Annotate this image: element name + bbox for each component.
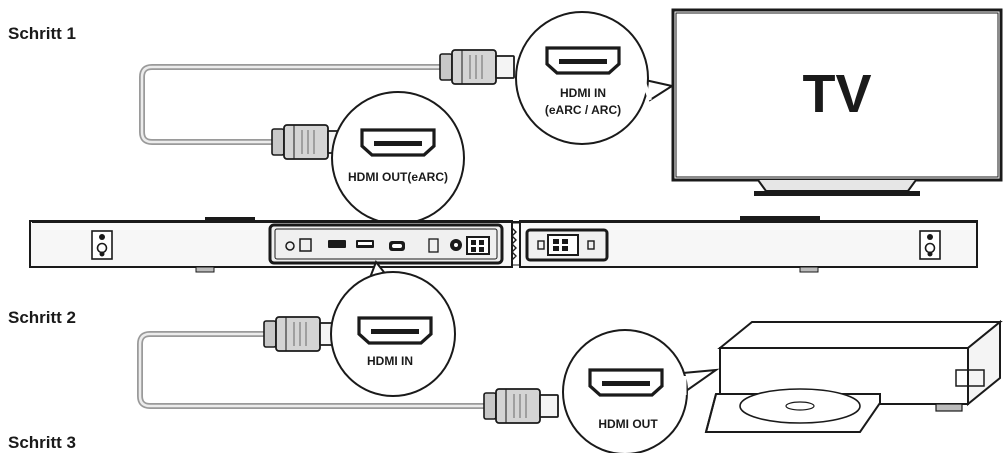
disc-player-illustration — [704, 319, 1003, 433]
soundbar-in-callout: HDMI IN — [330, 259, 456, 397]
soundbar — [29, 216, 978, 273]
tv-label: TV — [802, 64, 871, 124]
hdmi-port-icon — [357, 316, 433, 345]
player-out-callout: HDMI OUT — [562, 329, 720, 453]
tv-port-label-2: (eARC / ARC) — [545, 103, 621, 117]
player-out-label: HDMI OUT — [598, 417, 658, 431]
hdmi-plug-icon — [263, 316, 339, 352]
hdmi-port-icon — [588, 368, 664, 397]
hdmi-plug-icon — [439, 49, 515, 85]
tv-port-label-1: HDMI IN — [560, 86, 606, 100]
hdmi-port-icon — [360, 128, 436, 157]
rear-connector-panel — [268, 223, 504, 265]
soundbar-in-label: HDMI IN — [367, 354, 413, 368]
power-connector-icon — [525, 228, 609, 262]
tv-port-callout: HDMI IN (eARC / ARC) — [515, 11, 675, 145]
step-1-heading: Schritt 1 — [8, 24, 77, 43]
soundbar-out-callout: HDMI OUT(eARC) — [331, 91, 465, 235]
step-2-heading: Schritt 2 — [8, 308, 77, 327]
tv-illustration: TV — [671, 8, 1003, 196]
soundbar-out-label: HDMI OUT(eARC) — [348, 170, 448, 184]
hdmi-plug-icon — [483, 388, 559, 424]
wall-mount-icon — [919, 230, 941, 260]
step-3-heading: Schritt 3 — [8, 433, 77, 452]
hdmi-port-icon — [545, 46, 621, 75]
wall-mount-icon — [91, 230, 113, 260]
